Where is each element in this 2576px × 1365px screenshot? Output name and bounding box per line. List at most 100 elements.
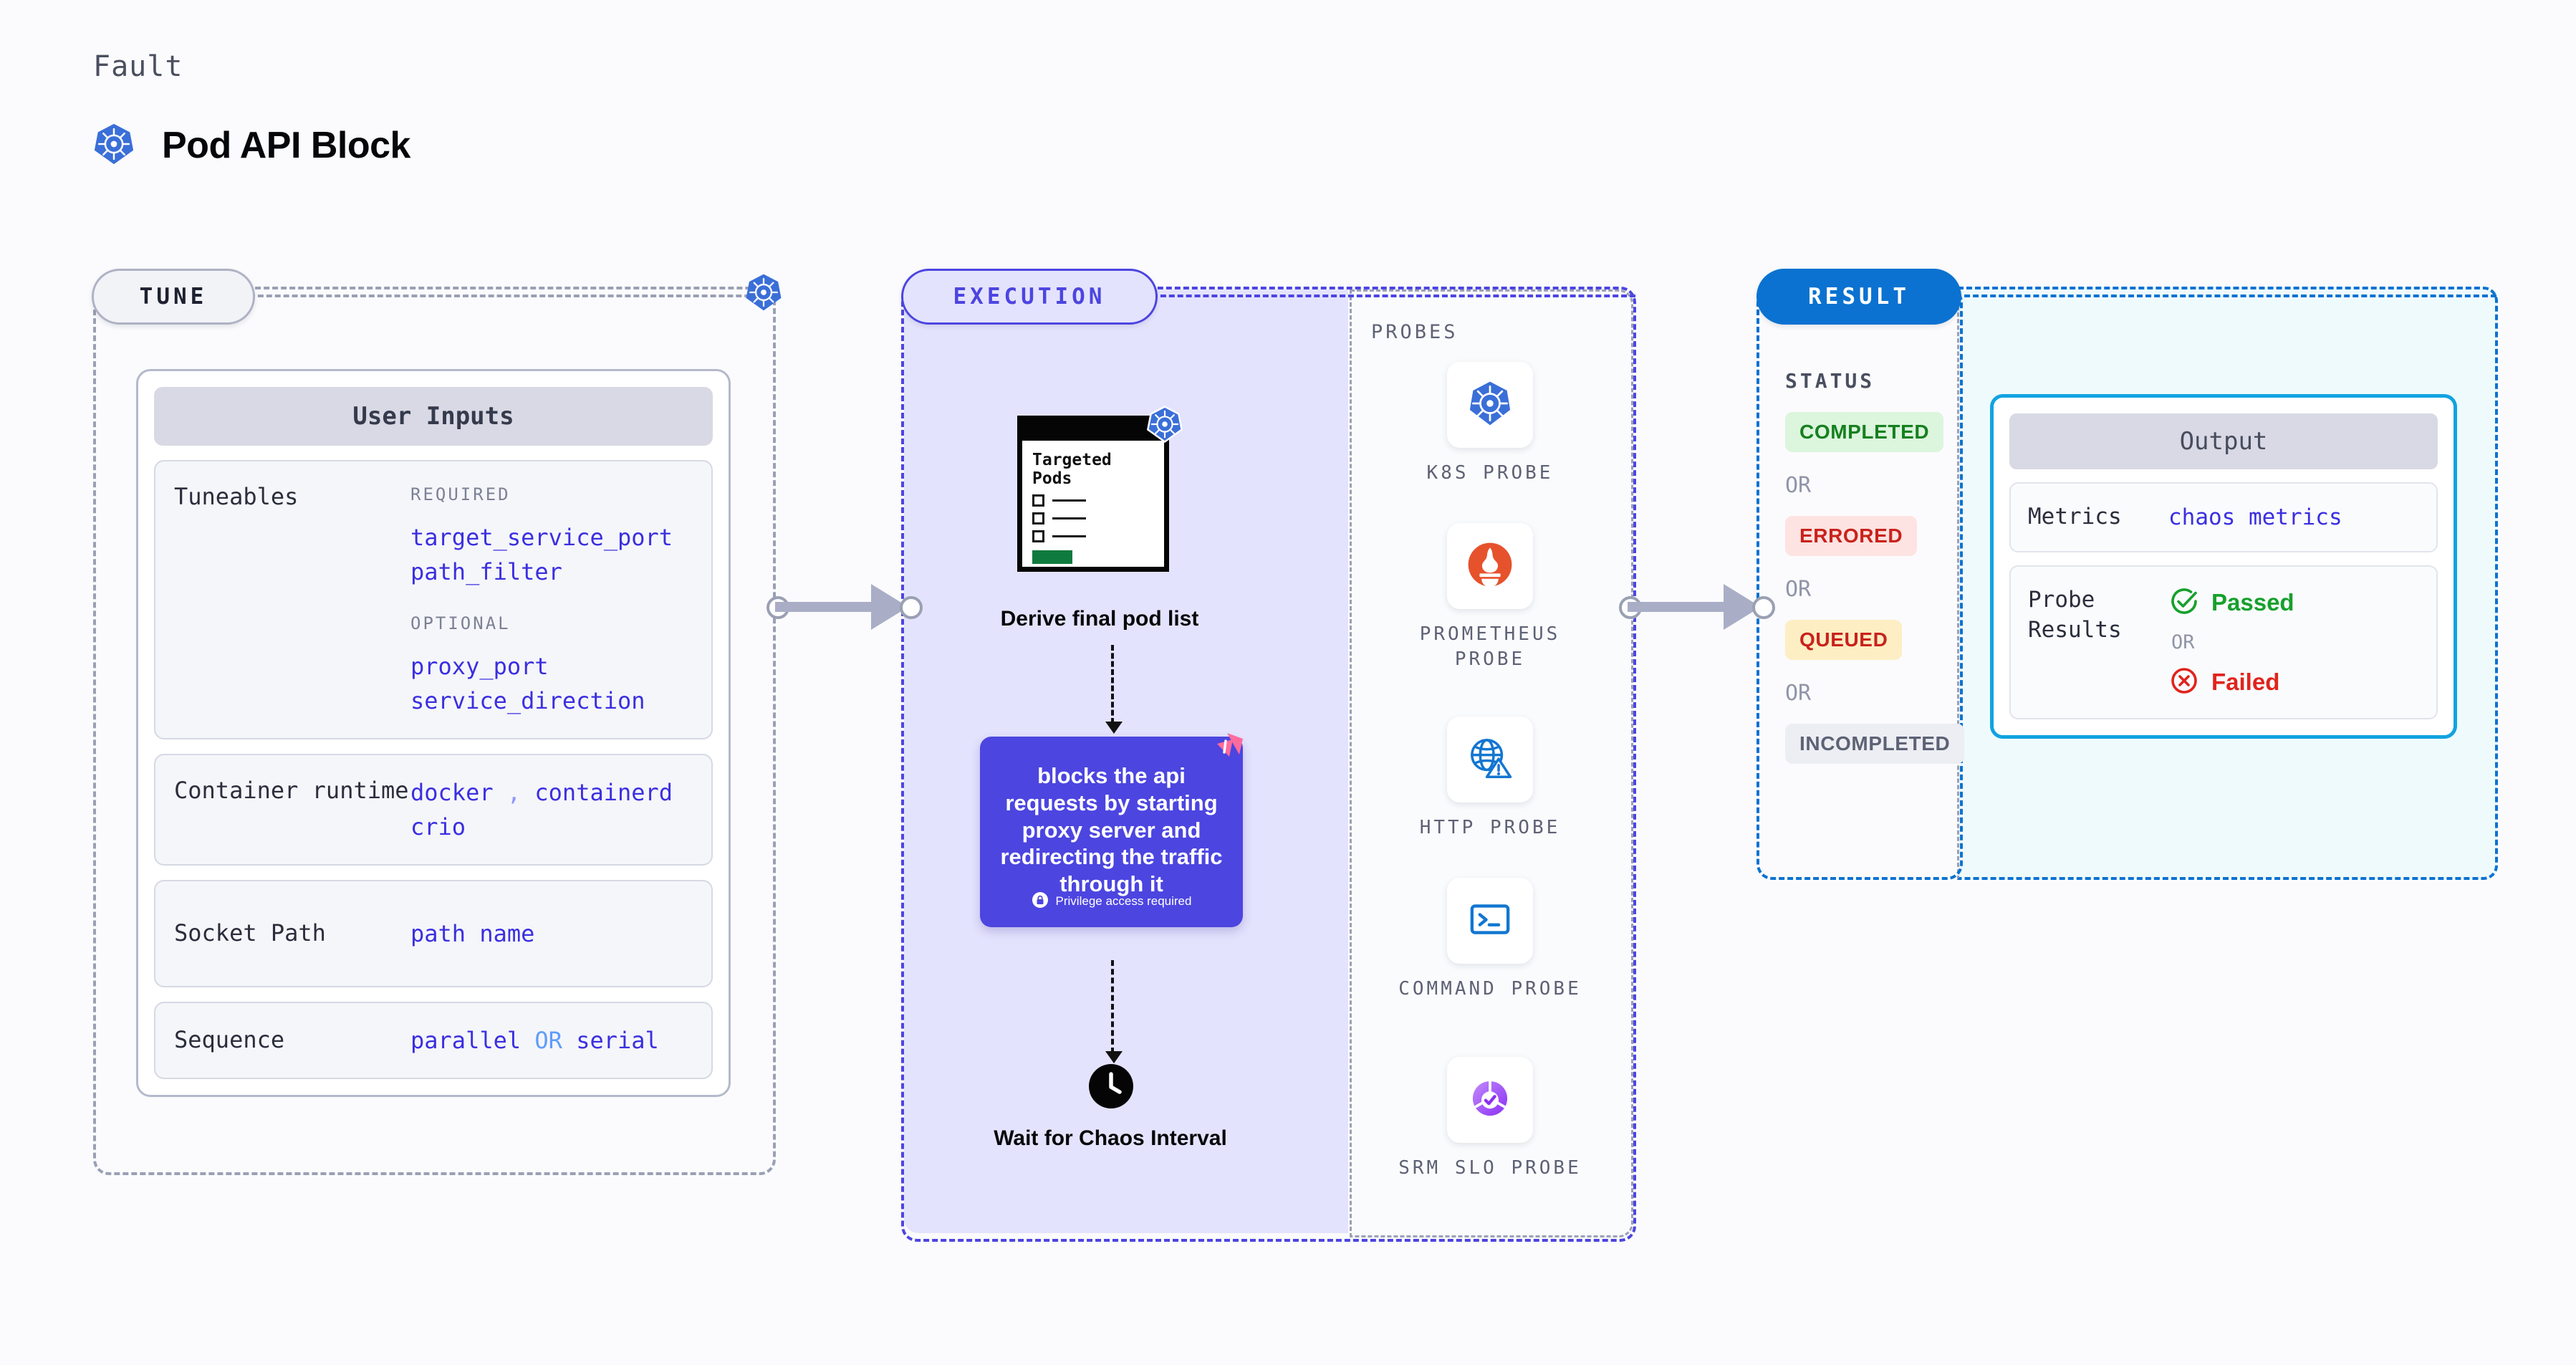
- runtime-separator: ,: [506, 779, 522, 806]
- wait-for-chaos-interval-caption: Wait for Chaos Interval: [994, 1126, 1227, 1150]
- status-badge-queued: QUEUED: [1785, 620, 1903, 660]
- checkbox-icon: [1032, 512, 1044, 525]
- kubernetes-icon: [744, 272, 784, 315]
- sequence-parallel[interactable]: parallel: [410, 1027, 522, 1054]
- pod-list-item: [1032, 494, 1155, 507]
- output-card: Output Metrics chaos metrics Probe Resul…: [1990, 394, 2457, 739]
- execution-lead-line: [1152, 294, 1635, 297]
- runtime-containerd[interactable]: containerd: [534, 779, 673, 806]
- check-circle-icon: [2168, 585, 2200, 620]
- lock-icon: [1032, 891, 1049, 911]
- tuneables-values: REQUIRED target_service_port path_filter…: [410, 482, 673, 718]
- tuneables-group-optional: OPTIONAL proxy_port service_direction: [410, 610, 673, 718]
- pod-window-titlebar: [1022, 421, 1164, 441]
- socket-path-row: Socket Path path name: [154, 880, 713, 987]
- sequence-serial[interactable]: serial: [576, 1027, 659, 1054]
- probe-result-passed: Passed: [2168, 585, 2294, 620]
- result-lead-line: [1956, 294, 2496, 297]
- connector-execution-to-result: [1619, 573, 1775, 638]
- targeted-pods-figure: Targeted Pods: [1017, 406, 1183, 572]
- probe-label: HTTP PROBE: [1419, 817, 1561, 838]
- kubernetes-icon: [1145, 405, 1184, 446]
- execution-panel: [901, 287, 1636, 1242]
- tune-lead-line: [249, 294, 776, 297]
- status-or-label: OR: [1785, 577, 1812, 602]
- result-section-pill[interactable]: RESULT: [1756, 269, 1961, 325]
- container-runtime-row: Container runtime docker , containerd cr…: [154, 754, 713, 866]
- srm-slo-icon: [1465, 1073, 1515, 1126]
- kubernetes-icon: [1464, 378, 1516, 432]
- required-kicker: REQUIRED: [410, 484, 511, 504]
- flow-arrow-down: [1105, 960, 1123, 1063]
- container-runtime-values: docker , containerd crio: [410, 775, 673, 844]
- targeted-pods-heading: Targeted Pods: [1032, 451, 1112, 489]
- runtime-crio[interactable]: crio: [410, 813, 466, 840]
- chaos-action-card: blocks the api requests by starting prox…: [980, 733, 1243, 927]
- pod-list-item: [1032, 530, 1155, 542]
- tuneable-path-filter[interactable]: path_filter: [410, 558, 562, 585]
- user-inputs-card: User Inputs Tuneables REQUIRED target_se…: [136, 369, 731, 1097]
- socket-path-value[interactable]: path name: [410, 920, 535, 947]
- status-badge-errored: ERRORED: [1785, 516, 1918, 556]
- sequence-label: Sequence: [174, 1026, 285, 1054]
- probe-http[interactable]: HTTP PROBE: [1383, 717, 1597, 840]
- probe-result-failed: Failed: [2168, 665, 2294, 699]
- page-title-row: Pod API Block: [92, 122, 410, 169]
- prometheus-icon: [1464, 539, 1516, 593]
- globe-warning-icon: [1465, 733, 1515, 786]
- probe-results-or-label: OR: [2171, 631, 2195, 653]
- tuneables-row: Tuneables REQUIRED target_service_port p…: [154, 460, 713, 739]
- harness-logo-icon: [1206, 729, 1246, 772]
- connector-tune-to-execution: [766, 573, 923, 638]
- privilege-note: Privilege access required: [980, 891, 1243, 911]
- pod-list-item: [1032, 512, 1155, 525]
- probe-k8s[interactable]: K8S PROBE: [1383, 362, 1597, 486]
- x-circle-icon: [2168, 665, 2200, 699]
- execution-section-pill[interactable]: EXECUTION: [901, 269, 1158, 325]
- status-or-label: OR: [1785, 473, 1812, 498]
- probe-label: COMMAND PROBE: [1398, 978, 1582, 1000]
- status-badge-incompleted: INCOMPLETED: [1785, 724, 1965, 764]
- passed-label: Passed: [2211, 588, 2294, 616]
- derive-pod-list-caption: Derive final pod list: [1000, 607, 1199, 631]
- probe-command[interactable]: COMMAND PROBE: [1383, 878, 1597, 1002]
- terminal-icon: [1465, 894, 1515, 947]
- chaos-action-text: blocks the api requests by starting prox…: [1000, 763, 1223, 897]
- sequence-joiner: OR: [534, 1027, 562, 1054]
- tuneable-proxy-port[interactable]: proxy_port: [410, 653, 549, 680]
- user-inputs-title: User Inputs: [154, 387, 713, 446]
- runtime-docker[interactable]: docker: [410, 779, 494, 806]
- tuneable-service-direction[interactable]: service_direction: [410, 687, 645, 714]
- failed-label: Failed: [2211, 668, 2280, 695]
- tune-section-pill[interactable]: TUNE: [92, 269, 255, 325]
- status-title: STATUS: [1785, 369, 1875, 393]
- pod-status-bar: [1032, 550, 1072, 564]
- page-title: Pod API Block: [162, 125, 410, 166]
- tuneables-group-required: REQUIRED target_service_port path_filter: [410, 482, 673, 589]
- probe-prometheus[interactable]: PROMETHEUS PROBE: [1383, 523, 1597, 672]
- output-title: Output: [2009, 413, 2438, 469]
- sequence-values: parallel OR serial: [410, 1023, 659, 1058]
- metrics-label: Metrics: [2028, 504, 2122, 530]
- probe-results-label: Probe Results: [2028, 586, 2122, 643]
- probe-srm-slo[interactable]: SRM SLO PROBE: [1383, 1057, 1597, 1181]
- clock-icon: [1089, 1064, 1133, 1111]
- checkbox-icon: [1032, 494, 1044, 507]
- probe-label: SRM SLO PROBE: [1398, 1157, 1582, 1179]
- checkbox-icon: [1032, 530, 1044, 542]
- container-runtime-label: Container runtime: [174, 777, 409, 804]
- sequence-row: Sequence parallel OR serial: [154, 1002, 713, 1079]
- metrics-value[interactable]: chaos metrics: [2168, 504, 2342, 530]
- fault-eyebrow-label: Fault: [93, 50, 183, 83]
- optional-kicker: OPTIONAL: [410, 613, 511, 633]
- kubernetes-icon: [92, 122, 136, 169]
- probe-results-row: Probe Results Passed OR: [2009, 565, 2438, 719]
- tuneables-label: Tuneables: [174, 483, 299, 510]
- probe-label: PROMETHEUS PROBE: [1419, 623, 1561, 671]
- probes-title: PROBES: [1371, 321, 1458, 343]
- flow-arrow-down: [1105, 645, 1123, 734]
- status-badge-completed: COMPLETED: [1785, 412, 1944, 452]
- socket-path-label: Socket Path: [174, 919, 326, 947]
- tuneable-target-service-port[interactable]: target_service_port: [410, 524, 673, 551]
- privilege-note-text: Privilege access required: [1055, 894, 1192, 908]
